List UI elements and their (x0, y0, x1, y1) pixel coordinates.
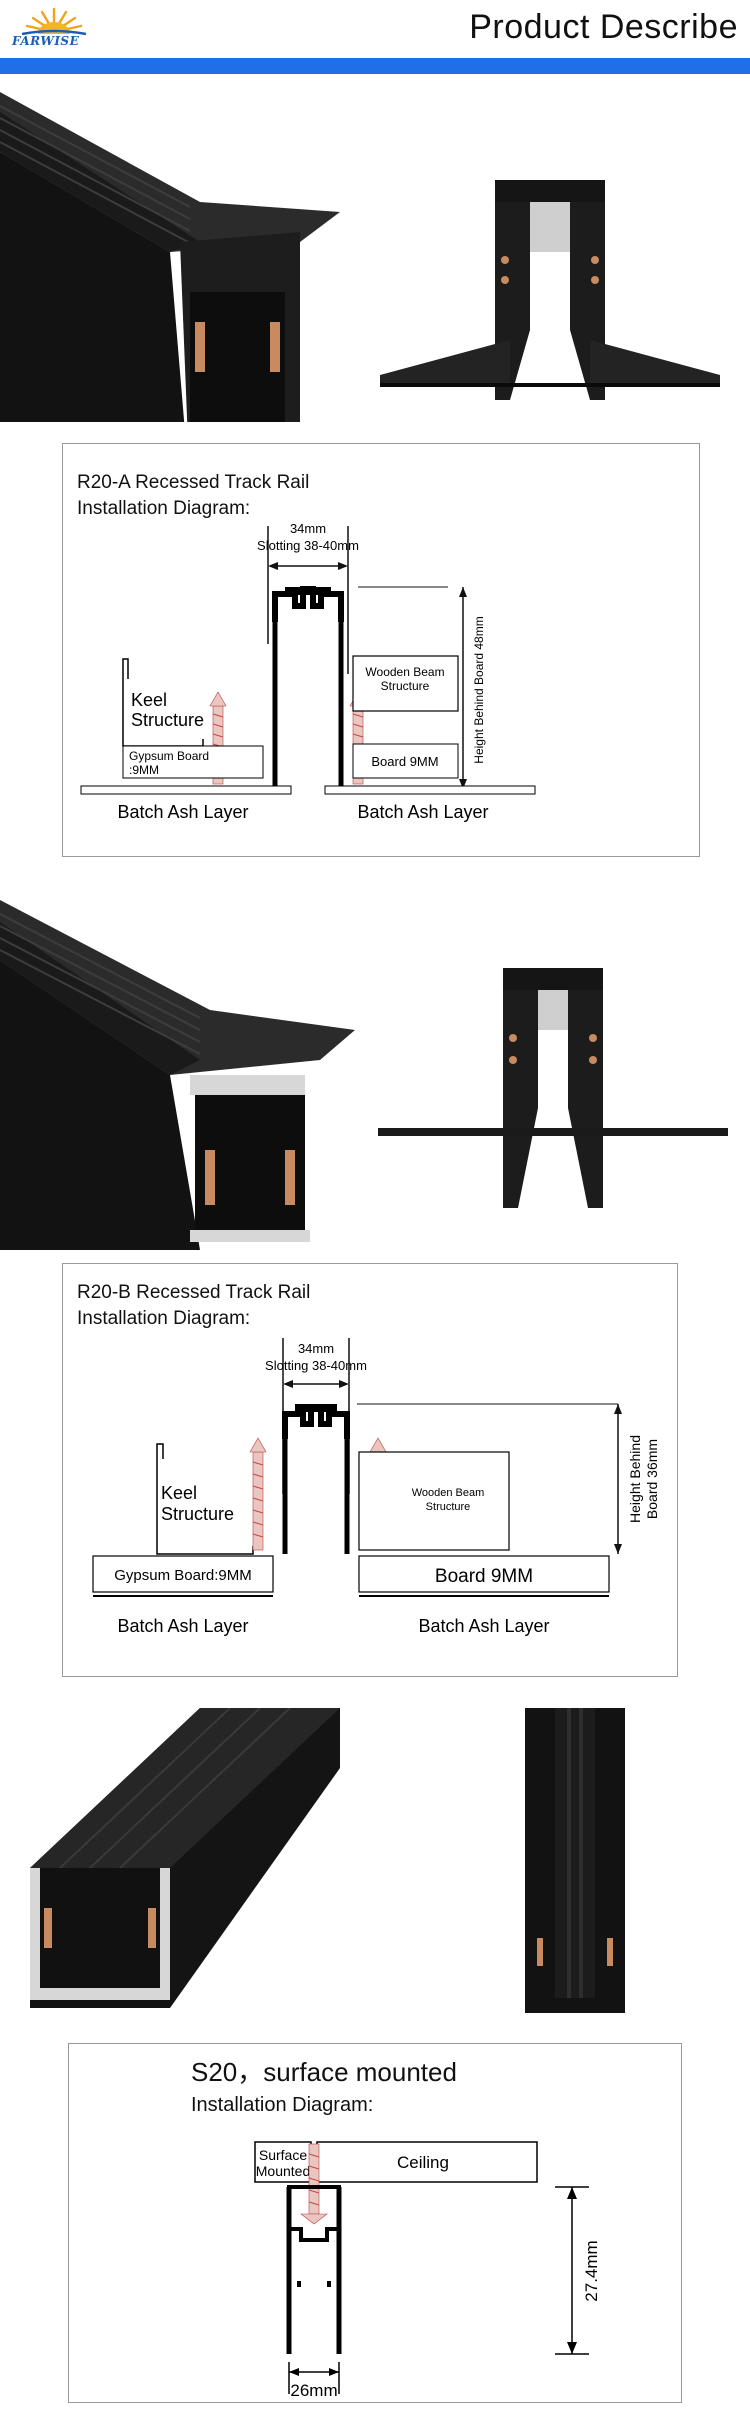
page-header: FARWISE Product Describe (0, 0, 750, 58)
board-label: Board 9MM (371, 754, 438, 769)
gypsum-label: Gypsum Board (129, 749, 209, 763)
height-dimension-label-2: Board 36mm (644, 1439, 660, 1519)
diagram-title: S20，surface mounted (191, 2057, 457, 2087)
gypsum-label-2: :9MM (129, 763, 159, 777)
board-label: Board 9MM (435, 1566, 533, 1587)
width-dimension-label: 26mm (290, 2381, 337, 2400)
s20-rail-photo (30, 1708, 340, 2008)
gypsum-label: Gypsum Board:9MM (114, 1567, 252, 1584)
r20b-rail-photo (0, 900, 355, 1250)
ash-layer-left: Batch Ash Layer (117, 1616, 248, 1636)
slotting-label: Slotting 38-40mm (265, 1358, 367, 1373)
s20-installation-diagram: S20，surface mounted Installation Diagram… (68, 2043, 682, 2403)
diagram-subtitle: Installation Diagram: (77, 498, 251, 519)
diagram-subtitle: Installation Diagram: (191, 2094, 374, 2116)
ash-layer-left: Batch Ash Layer (117, 802, 248, 822)
screw-icon (249, 1437, 267, 1551)
ash-layer-right: Batch Ash Layer (357, 802, 488, 822)
surface-mounted-label-2: Mounted (256, 2163, 310, 2179)
keel-label-2: Structure (131, 710, 204, 730)
slotting-label: Slotting 38-40mm (257, 538, 359, 553)
page-title: Product Describe (469, 8, 738, 46)
sun-logo-icon (21, 7, 87, 36)
logo-text: FARWISE (12, 34, 80, 48)
ceiling-label: Ceiling (397, 2153, 449, 2172)
diagram-subtitle: Installation Diagram: (77, 1308, 251, 1329)
wooden-beam-label-2: Structure (381, 679, 430, 693)
r20a-installation-diagram: R20-A Recessed Track Rail Installation D… (62, 443, 700, 857)
r20a-rail-photo (0, 92, 340, 422)
wooden-beam-label: Wooden Beam (365, 665, 444, 679)
s20-rail-front-photo (525, 1708, 625, 2013)
width-dimension-label: 34mm (298, 1341, 334, 1356)
ash-layer-right: Batch Ash Layer (418, 1616, 549, 1636)
diagram-title: R20-A Recessed Track Rail (77, 472, 310, 493)
keel-label-2: Structure (161, 1504, 234, 1524)
keel-label: Keel (161, 1483, 197, 1503)
height-dimension-label: 27.4mm (582, 2240, 601, 2301)
header-accent-bar (0, 58, 750, 74)
s20-diagram-drawing: Surface Mounted Ceiling 27.4mm 26mm (254, 2141, 601, 2400)
keel-label: Keel (131, 690, 167, 710)
r20a-rail-profile-photo (380, 180, 720, 400)
wooden-beam-label: Wooden Beam (412, 1487, 485, 1499)
height-dimension-label: Height Behind (627, 1435, 643, 1523)
wooden-beam-label-2: Structure (426, 1501, 471, 1513)
diagram-title: R20-B Recessed Track Rail (77, 1282, 311, 1303)
surface-mounted-label: Surface (259, 2147, 307, 2163)
r20b-rail-profile-photo (378, 968, 728, 1208)
r20a-diagram-drawing: 34mm Slotting 38-40mm Height Behind Boar… (80, 521, 536, 822)
height-dimension-label: Height Behind Board 48mm (472, 616, 486, 763)
width-dimension-label: 34mm (290, 521, 326, 536)
r20b-installation-diagram: R20-B Recessed Track Rail Installation D… (62, 1263, 678, 1677)
screw-icon (300, 2143, 328, 2225)
r20b-diagram-drawing: 34mm Slotting 38-40mm Height Behind Boar… (92, 1338, 660, 1636)
